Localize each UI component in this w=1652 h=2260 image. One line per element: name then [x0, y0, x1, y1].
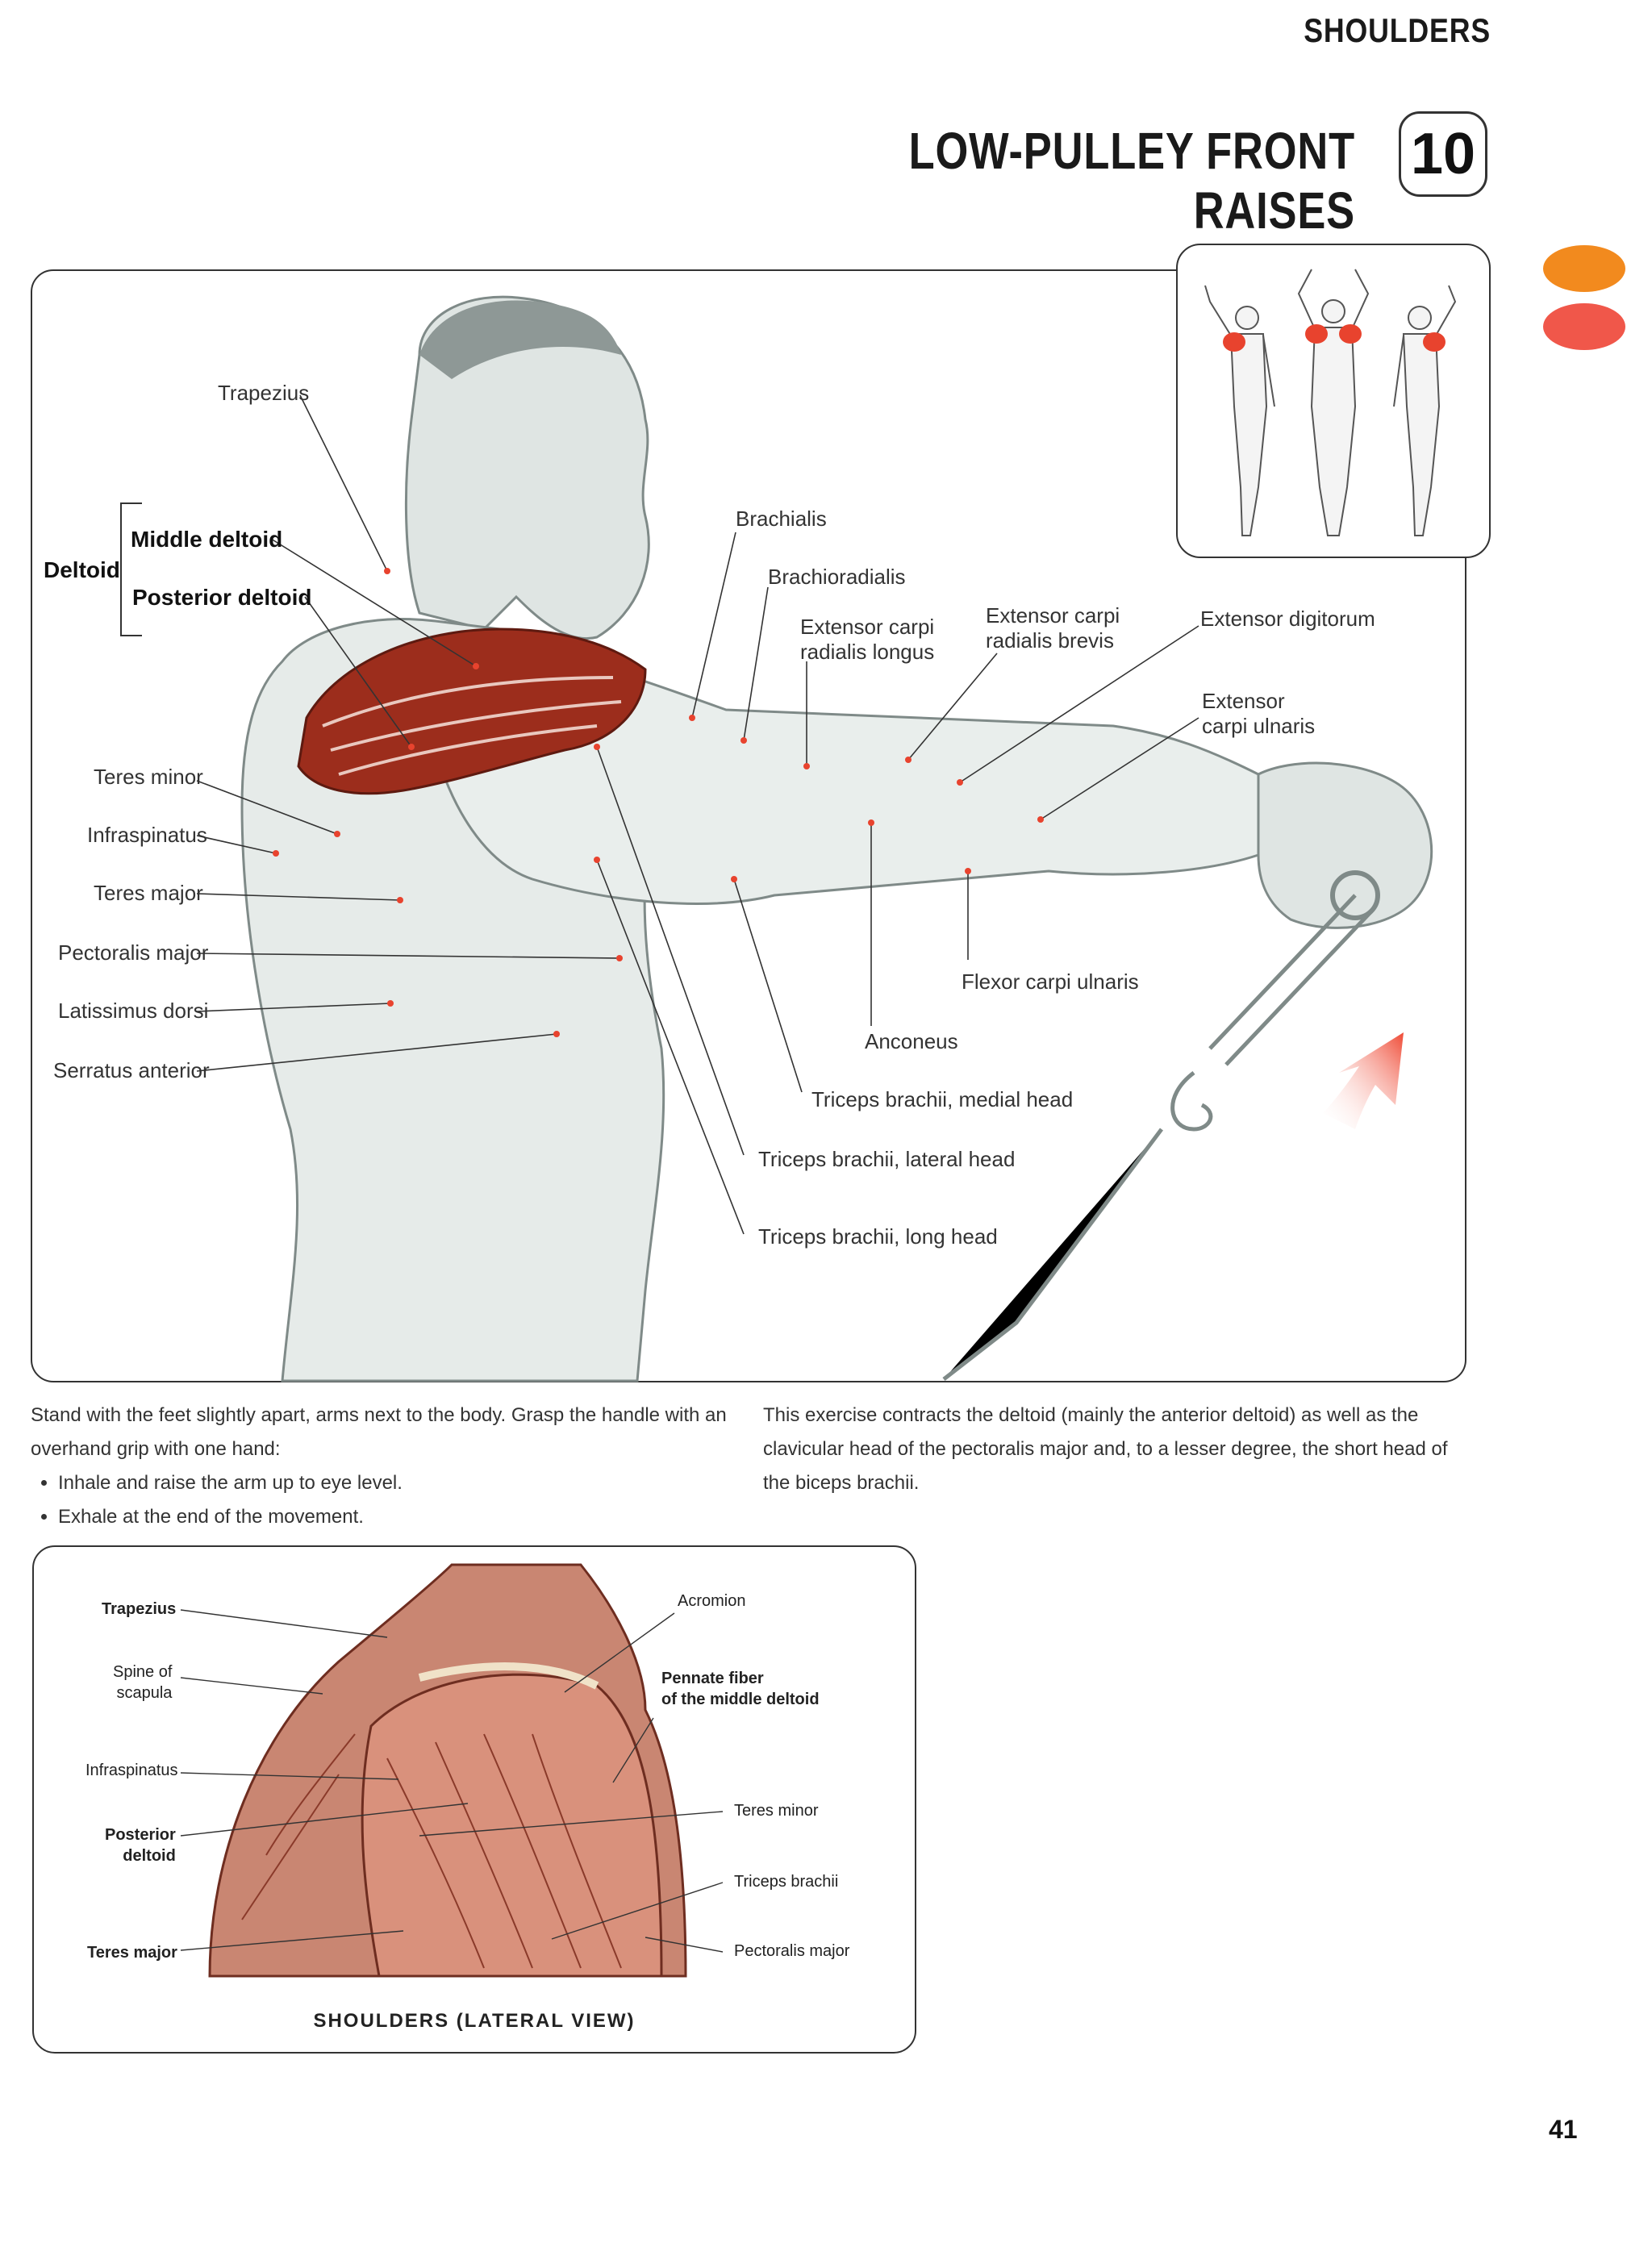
- page-number: 41: [1549, 2115, 1578, 2144]
- label-ecr-brevis-line2: radialis brevis: [986, 628, 1114, 653]
- lateral-label-posterior-line1: Posterior: [105, 1826, 176, 1844]
- label-deltoid: Deltoid: [44, 557, 120, 582]
- label-brachioradialis: Brachioradialis: [768, 565, 906, 589]
- label-ecr-brevis-line1: Extensor carpi: [986, 603, 1120, 628]
- main-illustration-frame: [31, 269, 1466, 1382]
- exercise-description: This exercise contracts the deltoid (mai…: [763, 1404, 1448, 1494]
- label-triceps-medial: Triceps brachii, medial head: [811, 1087, 1074, 1111]
- lateral-label-teres-minor: Teres minor: [734, 1802, 819, 1820]
- label-ecu: Extensor carpi ulnaris: [1202, 689, 1315, 738]
- muscle-map-inset: [1176, 244, 1491, 558]
- label-anconeus: Anconeus: [865, 1029, 958, 1053]
- lateral-label-posterior-deltoid: Posterior deltoid: [105, 1824, 176, 1866]
- lateral-label-trapezius: Trapezius: [102, 1600, 177, 1618]
- label-flexor-carpi-ulnaris: Flexor carpi ulnaris: [962, 969, 1139, 994]
- label-extensor-digitorum: Extensor digitorum: [1200, 607, 1375, 631]
- lateral-label-spine-line2: scapula: [116, 1684, 173, 1702]
- lateral-label-infraspinatus: Infraspinatus: [86, 1762, 178, 1779]
- lateral-label-pennate-line2: of the middle deltoid: [661, 1691, 820, 1708]
- lateral-view-caption: SHOULDERS (LATERAL VIEW): [313, 2010, 636, 2032]
- exercise-title: LOW-PULLEY FRONT RAISES: [908, 122, 1355, 240]
- instructions-steps: Inhale and raise the arm up to eye level…: [31, 1466, 749, 1534]
- label-triceps-long: Triceps brachii, long head: [758, 1224, 998, 1249]
- label-ecu-line1: Extensor: [1202, 689, 1285, 713]
- lateral-label-teres-major: Teres major: [87, 1944, 177, 1962]
- instruction-step: Inhale and raise the arm up to eye level…: [58, 1466, 749, 1500]
- label-latissimus-dorsi: Latissimus dorsi: [58, 999, 209, 1023]
- red-marker-dot: [1543, 303, 1625, 350]
- label-teres-minor: Teres minor: [94, 765, 203, 789]
- label-serratus-anterior: Serratus anterior: [53, 1058, 210, 1082]
- lateral-label-spine-line1: Spine of: [113, 1663, 173, 1681]
- label-ecu-line2: carpi ulnaris: [1202, 713, 1316, 738]
- orange-marker-dot: [1543, 245, 1625, 292]
- lateral-label-triceps-brachii: Triceps brachii: [734, 1873, 839, 1891]
- three-figures-illustration: [1204, 269, 1457, 536]
- exercise-number-badge: 10: [1399, 111, 1487, 197]
- lateral-label-pectoralis-major: Pectoralis major: [734, 1942, 850, 1960]
- instructions-intro: Stand with the feet slightly apart, arms…: [31, 1404, 727, 1460]
- label-ecr-longus-line2: radialis longus: [800, 639, 935, 664]
- lateral-label-pennate-line1: Pennate fiber: [661, 1670, 764, 1687]
- instruction-step: Exhale at the end of the movement.: [58, 1500, 749, 1534]
- label-triceps-lateral: Triceps brachii, lateral head: [758, 1147, 1016, 1171]
- instructions-block: Stand with the feet slightly apart, arms…: [31, 1399, 749, 1534]
- label-brachialis: Brachialis: [736, 507, 827, 531]
- lateral-label-spine-of-scapula: Spine of scapula: [113, 1662, 172, 1703]
- label-infraspinatus: Infraspinatus: [87, 823, 207, 847]
- label-pectoralis-major: Pectoralis major: [58, 940, 209, 965]
- label-ecr-longus: Extensor carpi radialis longus: [800, 615, 934, 664]
- label-ecr-brevis: Extensor carpi radialis brevis: [986, 603, 1120, 653]
- section-title: SHOULDERS: [1304, 11, 1491, 49]
- label-trapezius: Trapezius: [218, 381, 310, 405]
- label-ecr-longus-line1: Extensor carpi: [800, 615, 935, 639]
- lateral-view-frame: [32, 1545, 916, 2054]
- lateral-label-pennate-fiber: Pennate fiber of the middle deltoid: [661, 1668, 820, 1710]
- lateral-label-posterior-line2: deltoid: [123, 1847, 176, 1865]
- label-teres-major: Teres major: [94, 881, 203, 905]
- label-posterior-deltoid: Posterior deltoid: [132, 585, 312, 610]
- lateral-label-acromion: Acromion: [678, 1592, 746, 1610]
- label-middle-deltoid: Middle deltoid: [131, 527, 283, 552]
